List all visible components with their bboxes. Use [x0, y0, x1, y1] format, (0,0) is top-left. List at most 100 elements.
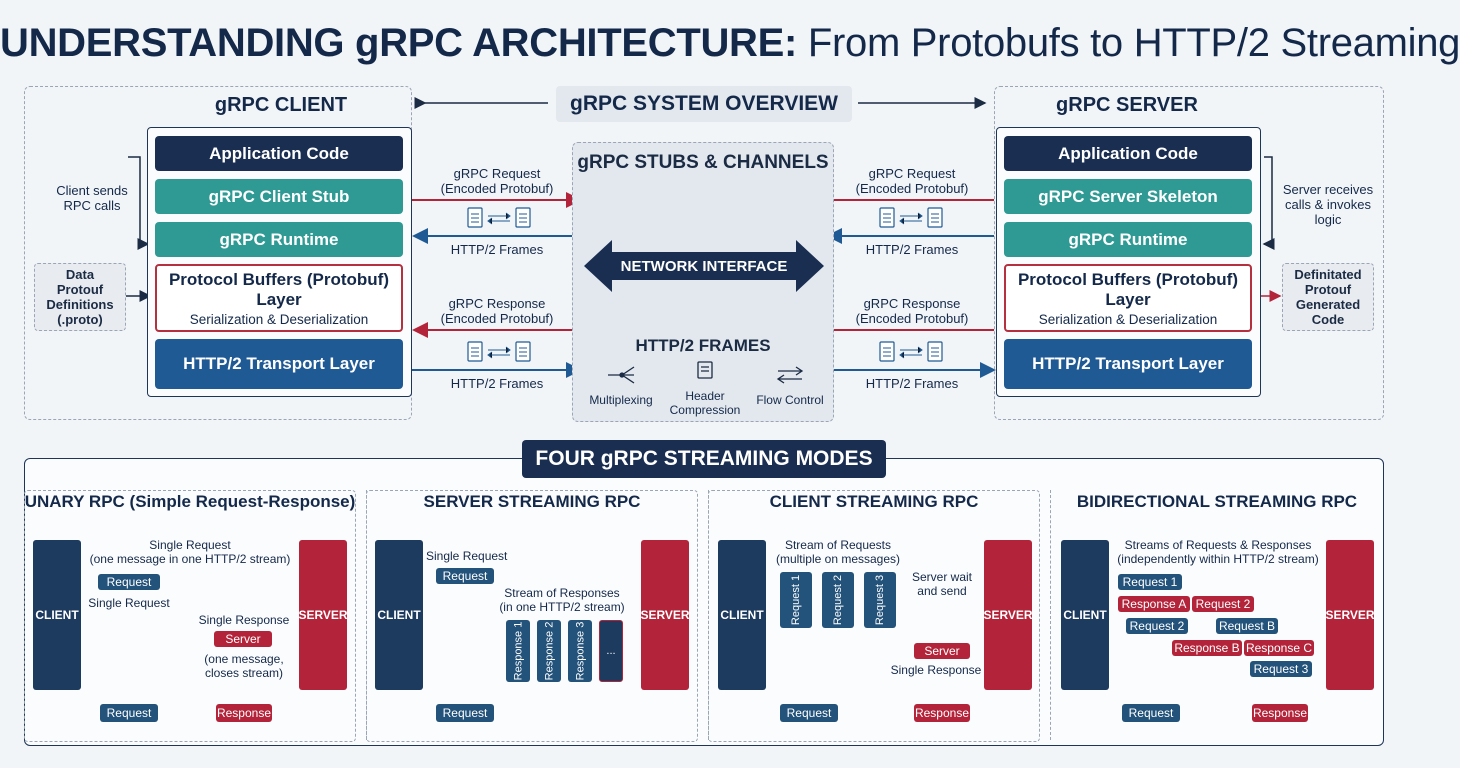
right-frames-label-2: HTTP/2 Frames	[865, 376, 959, 391]
bidi-request-b: Request B	[1216, 618, 1278, 634]
unary-server-column: SERVER	[298, 540, 348, 690]
left-response-doc-icons	[466, 341, 536, 363]
server-application-code: Application Code	[1004, 136, 1252, 171]
page-title: UNDERSTANDING gRPC ARCHITECTURE: From Pr…	[0, 21, 1460, 65]
unary-single-response: Single Response	[198, 613, 290, 627]
right-response-doc-icons	[878, 341, 948, 363]
network-interface-label: NETWORK INTERFACE	[620, 257, 788, 275]
bidi-request-2-red: Request 2	[1192, 596, 1254, 612]
client-transport-layer: HTTP/2 Transport Layer	[155, 339, 403, 389]
client-stream-top-label: Stream of Requests (multiple on messages…	[775, 538, 901, 566]
client-stream-server-column: SERVER	[983, 540, 1033, 690]
multiplexing-feature: Multiplexing	[588, 362, 654, 408]
server-panel	[994, 86, 1384, 420]
client-stack: Application Code gRPC Client Stub gRPC R…	[147, 127, 412, 397]
bidi-bottom-response: Response	[1252, 704, 1308, 722]
client-stream-box	[708, 490, 1040, 742]
bidi-title: BIDIRECTIONAL STREAMING RPC	[1076, 492, 1358, 511]
left-frames-label-1: HTTP/2 Frames	[450, 242, 544, 257]
bidi-bottom-request: Request	[1122, 704, 1180, 722]
bidi-client-column: CLIENT	[1061, 540, 1109, 690]
bidi-top-label: Streams of Requests & Responses (indepen…	[1117, 538, 1319, 566]
left-response-label: gRPC Response (Encoded Protobuf)	[440, 296, 554, 326]
flow-control-feature: Flow Control	[752, 362, 828, 408]
unary-bottom-request: Request	[100, 704, 158, 722]
server-stack: Application Code gRPC Server Skeleton gR…	[996, 127, 1261, 397]
bidi-response-a: Response A	[1118, 596, 1190, 612]
server-protobuf-layer: Protocol Buffers (Protobuf) Layer Serial…	[1004, 264, 1252, 332]
server-stream-box	[366, 490, 698, 742]
server-stream-request-tag: Request	[436, 568, 494, 584]
server-generated-code: Definitated Protouf Generated Code	[1282, 263, 1374, 331]
client-stream-server-tag: Server	[914, 643, 970, 659]
client-stream-bottom-response: Response	[914, 704, 970, 722]
multiplexing-label: Multiplexing	[589, 393, 653, 407]
server-stream-response-1: Response 1	[506, 620, 530, 682]
unary-server-tag: Server	[214, 631, 272, 647]
client-stream-wait-label: Server wait and send	[911, 570, 973, 598]
unary-single-request: Single Request	[88, 596, 170, 610]
server-receives-note: Server receives calls & invokes logic	[1282, 182, 1374, 227]
client-heading: gRPC CLIENT	[214, 94, 348, 116]
unary-top-label: Single Request (one message in one HTTP/…	[89, 538, 291, 566]
left-request-doc-icons	[466, 207, 536, 229]
client-protobuf-layer: Protocol Buffers (Protobuf) Layer Serial…	[155, 264, 403, 332]
bidi-request-2: Request 2	[1126, 618, 1188, 634]
network-interface-arrow: NETWORK INTERFACE	[584, 240, 824, 292]
unary-box	[24, 490, 356, 742]
server-stream-label: Stream of Responses (in one HTTP/2 strea…	[499, 586, 625, 614]
right-response-label: gRPC Response (Encoded Protobuf)	[855, 296, 969, 326]
unary-title: UNARY RPC (Simple Request-Response)	[24, 492, 356, 511]
server-stream-response-2: Response 2	[537, 620, 561, 682]
client-stream-bottom-request: Request	[780, 704, 838, 722]
client-sends-note: Client sends RPC calls	[56, 183, 128, 213]
bidi-response-b: Response B	[1172, 640, 1242, 656]
server-stream-bottom-request: Request	[436, 704, 494, 722]
client-stream-request-3: Request 3	[864, 572, 896, 628]
right-request-label: gRPC Request (Encoded Protobuf)	[855, 166, 969, 196]
bidi-response-c: Response C	[1244, 640, 1314, 656]
client-stream-title: CLIENT STREAMING RPC	[769, 492, 979, 511]
server-runtime: gRPC Runtime	[1004, 222, 1252, 257]
flow-control-label: Flow Control	[756, 393, 824, 407]
http2-frames-heading: HTTP/2 FRAMES	[635, 336, 771, 355]
left-request-label: gRPC Request (Encoded Protobuf)	[440, 166, 554, 196]
server-heading: gRPC SERVER	[1056, 94, 1198, 116]
stubs-channels-heading: gRPC STUBS & CHANNELS	[577, 152, 829, 173]
server-transport-layer: HTTP/2 Transport Layer	[1004, 339, 1252, 389]
client-stream-single-response: Single Response	[890, 663, 982, 677]
header-compression-label: Header Compression	[669, 389, 741, 417]
client-protobuf-title: Protocol Buffers (Protobuf) Layer	[168, 269, 390, 309]
client-stream-client-column: CLIENT	[718, 540, 766, 690]
server-stream-top-label: Single Request	[426, 549, 508, 563]
left-frames-label-2: HTTP/2 Frames	[450, 376, 544, 391]
client-application-code: Application Code	[155, 136, 403, 171]
right-frames-label-1: HTTP/2 Frames	[865, 242, 959, 257]
server-stream-server-column: SERVER	[640, 540, 690, 690]
unary-bottom-response: Response	[216, 704, 272, 722]
right-request-doc-icons	[878, 207, 948, 229]
header-compression-feature: Header Compression	[664, 358, 746, 417]
server-stream-title: SERVER STREAMING RPC	[423, 492, 641, 511]
server-skeleton: gRPC Server Skeleton	[1004, 179, 1252, 214]
server-stream-response-more: ...	[599, 620, 623, 682]
unary-client-column: CLIENT	[33, 540, 81, 690]
bidi-request-3: Request 3	[1250, 661, 1312, 677]
client-stub: gRPC Client Stub	[155, 179, 403, 214]
mode-divider-3	[1050, 490, 1051, 740]
unary-request-tag: Request	[98, 574, 160, 590]
streaming-modes-heading: FOUR gRPC STREAMING MODES	[522, 440, 886, 478]
server-stream-client-column: CLIENT	[375, 540, 423, 690]
server-protobuf-subtitle: Serialization & Deserialization	[1038, 311, 1218, 327]
client-protobuf-subtitle: Serialization & Deserialization	[189, 311, 369, 327]
unary-response-note: (one message, closes stream)	[204, 652, 284, 680]
bidi-server-column: SERVER	[1325, 540, 1375, 690]
client-stream-request-1: Request 1	[780, 572, 812, 628]
client-stream-request-2: Request 2	[822, 572, 854, 628]
client-proto-definitions: Data Protouf Definitions (.proto)	[34, 263, 126, 331]
server-protobuf-title: Protocol Buffers (Protobuf) Layer	[1017, 269, 1239, 309]
server-stream-response-3: Response 3	[568, 620, 592, 682]
system-overview-label: gRPC SYSTEM OVERVIEW	[556, 86, 852, 122]
client-runtime: gRPC Runtime	[155, 222, 403, 257]
bidi-request-1: Request 1	[1118, 574, 1182, 590]
